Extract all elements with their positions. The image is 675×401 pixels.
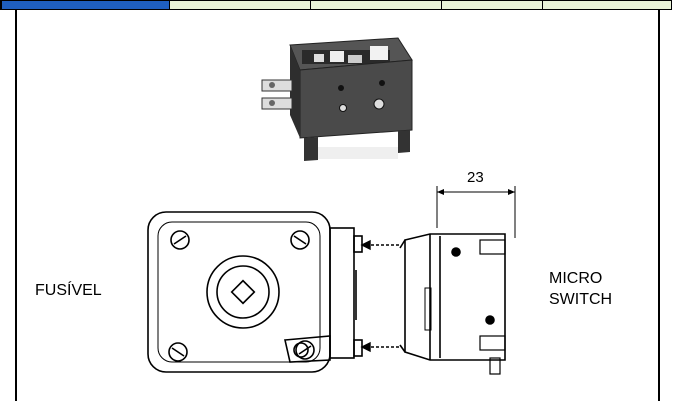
fuse-holder-drawing [147, 211, 363, 373]
micro-switch-drawing [399, 186, 516, 375]
frame-left-border [15, 10, 17, 401]
strip-cell [170, 0, 311, 10]
strip-cell [442, 0, 543, 10]
micro-switch-label-line1: MICRO [549, 270, 603, 287]
strip-cell [311, 0, 442, 10]
connection-arrows [360, 239, 400, 353]
dimension-label: 23 [467, 169, 484, 186]
micro-switch-label-line2: SWITCH [549, 291, 613, 308]
frame-right-border [658, 10, 660, 401]
top-table-strip [0, 0, 675, 10]
strip-cell-blue [0, 0, 170, 10]
strip-cell [543, 0, 672, 10]
fuse-label: FUSÍVEL [35, 282, 102, 299]
switch-photo [261, 37, 413, 161]
